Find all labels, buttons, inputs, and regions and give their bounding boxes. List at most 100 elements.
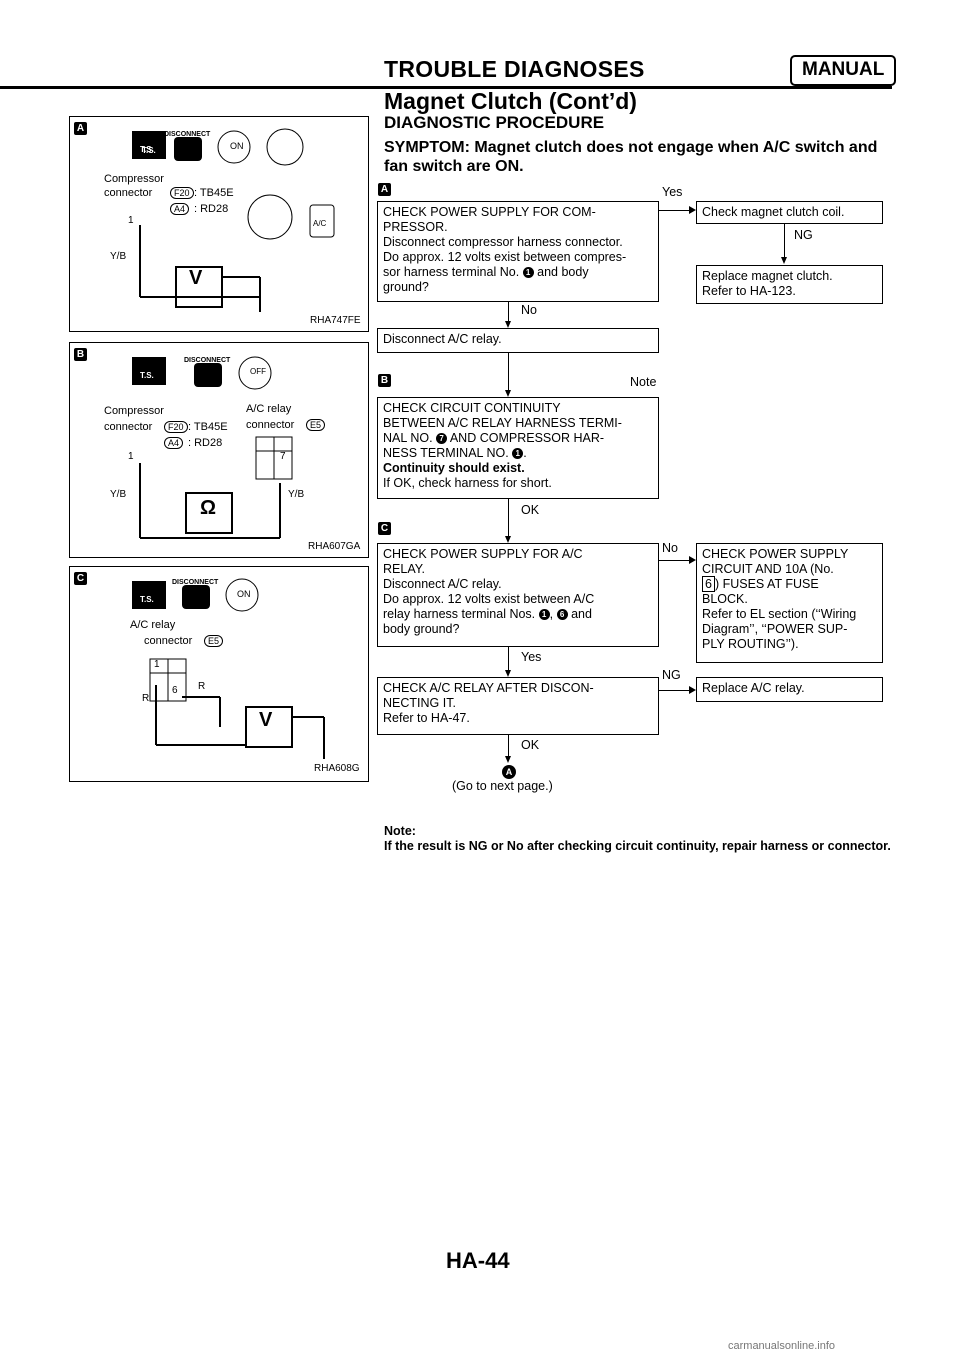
- figure-code: RHA608G: [314, 763, 360, 774]
- box-line: If OK, check harness for short.: [383, 476, 552, 490]
- box-line: Replace magnet clutch.: [702, 269, 833, 283]
- arrow-right-icon: [689, 556, 696, 564]
- connector-line: [508, 353, 509, 391]
- fig-label: F20: [170, 187, 194, 199]
- fig-label: Y/B: [110, 489, 127, 500]
- ng-label: NG: [662, 668, 681, 682]
- box-line: Do approx. 12 volts exist between compre…: [383, 250, 627, 264]
- arrow-down-icon: [781, 257, 787, 264]
- figure-a-diagram: T.S.: [132, 128, 335, 312]
- figure-a: A T.S. DISCONNECT T.S. ON A/C Compressor…: [69, 116, 369, 332]
- box-text: AND COMPRESSOR HAR-: [449, 431, 605, 445]
- box-line: NAL NO. 7 AND COMPRESSOR HAR-: [383, 431, 653, 446]
- box-line: CHECK POWER SUPPLY: [702, 547, 849, 561]
- check-continuity-box: CHECK CIRCUIT CONTINUITY BETWEEN A/C REL…: [377, 397, 659, 499]
- fig-label: A/C relay: [130, 619, 176, 631]
- arrow-down-icon: [505, 670, 511, 677]
- fig-label: connector: [144, 635, 193, 647]
- box-text: NAL NO.: [383, 431, 433, 445]
- figure-code: RHA747FE: [310, 315, 361, 326]
- terminal-6-icon: 6: [556, 609, 568, 621]
- replace-relay-box: Replace A/C relay.: [696, 677, 883, 702]
- step-marker: A: [378, 183, 391, 196]
- fig-label: Y/B: [110, 251, 127, 262]
- box-line: Refer to EL section (‘‘Wiring: [702, 607, 857, 621]
- fig-label: A/C: [313, 219, 327, 228]
- arrow-right-icon: [689, 206, 696, 214]
- box-line: CHECK POWER SUPPLY FOR COM-: [383, 205, 596, 219]
- box-line: Refer to HA-123.: [702, 284, 796, 298]
- header-subtitle: Magnet Clutch (Cont’d): [384, 88, 637, 114]
- fig-label: DISCONNECT: [184, 357, 231, 364]
- box-line: body ground?: [383, 622, 460, 636]
- arrow-down-icon: [505, 756, 511, 763]
- fig-label: : RD28: [194, 203, 229, 215]
- arrow-down-icon: [505, 390, 511, 397]
- connector-line: [659, 560, 690, 561]
- check-compressor-power-box: CHECK POWER SUPPLY FOR COM- PRESSOR. Dis…: [377, 201, 659, 302]
- box-text: and: [571, 607, 592, 621]
- yes-label: Yes: [521, 650, 542, 664]
- page-number: HA-44: [446, 1248, 510, 1273]
- box-text: and body: [537, 265, 589, 279]
- check-fuse-box: CHECK POWER SUPPLY CIRCUIT AND 10A (No. …: [696, 543, 883, 663]
- replace-clutch-box: Replace magnet clutch. Refer to HA-123.: [696, 265, 883, 304]
- box-line: sor harness terminal No. 1 and body: [383, 265, 653, 280]
- connector-line: [508, 735, 509, 757]
- note-title: Note:: [384, 824, 416, 838]
- step-marker: B: [378, 374, 391, 387]
- figure-c-diagram: [132, 578, 325, 759]
- note-text: If the result is NG or No after checking…: [384, 839, 891, 853]
- manual-badge: MANUAL: [790, 55, 897, 86]
- terminal-1-icon: 1: [512, 448, 524, 460]
- box-line: RELAY.: [383, 562, 425, 576]
- fig-label: E5: [306, 419, 326, 431]
- fig-label: Compressor: [104, 405, 164, 417]
- no-label: No: [662, 541, 678, 555]
- box-line: Refer to HA-47.: [383, 711, 470, 725]
- fig-label: A/C relay: [246, 403, 292, 415]
- fig-label: DISCONNECT: [172, 579, 219, 586]
- fig-label: ON: [237, 589, 251, 599]
- ok-label: OK: [521, 503, 540, 517]
- disconnect-relay-box: Disconnect A/C relay.: [377, 328, 659, 353]
- fig-label: DISCONNECT: [164, 131, 211, 138]
- connector-line: [508, 499, 509, 537]
- header-rule: [0, 86, 892, 89]
- figure-marker: C: [74, 572, 87, 585]
- fig-label: V: [259, 709, 273, 731]
- figure-b-diagram: [132, 356, 293, 539]
- fig-label: 7: [280, 451, 286, 462]
- svg-text:T.S.: T.S.: [142, 146, 156, 155]
- connector-line: [784, 224, 785, 258]
- fig-label: : TB45E: [194, 187, 234, 199]
- box-line: CIRCUIT AND 10A (No.: [702, 562, 834, 576]
- connector-line: [659, 210, 690, 211]
- box-line: Disconnect A/C relay.: [383, 577, 502, 591]
- connector-line: [508, 647, 509, 671]
- fig-label: Ω: [200, 497, 217, 519]
- arrow-right-icon: [689, 686, 696, 694]
- fig-label: T.S.: [140, 595, 154, 604]
- check-coil-box: Check magnet clutch coil.: [696, 201, 883, 224]
- figure-marker: B: [74, 348, 87, 361]
- yes-label: Yes: [662, 185, 683, 199]
- fig-label: : RD28: [188, 437, 223, 449]
- box-line: Do approx. 12 volts exist between A/C: [383, 592, 595, 606]
- arrow-down-icon: [505, 536, 511, 543]
- fig-label: connector: [104, 187, 153, 199]
- box-text: sor harness terminal No.: [383, 265, 520, 279]
- fig-label: E5: [204, 635, 224, 647]
- box-text: .: [523, 446, 527, 460]
- box-line: NESS TERMINAL NO. 1.: [383, 446, 653, 461]
- no-label: No: [521, 303, 537, 317]
- footer-watermark: carmanualsonline.info: [728, 1340, 836, 1352]
- box-line: NECTING IT.: [383, 696, 456, 710]
- box-line: Disconnect compressor harness connector.: [383, 235, 623, 249]
- ok-label: OK: [521, 738, 540, 752]
- fig-label: A4: [170, 203, 190, 215]
- fig-label: 1: [154, 659, 160, 670]
- box-line: BLOCK.: [702, 592, 748, 606]
- arrow-down-icon: [505, 321, 511, 328]
- figure-b: B DISCONNECT T.S. OFF Compressor connect…: [69, 342, 369, 558]
